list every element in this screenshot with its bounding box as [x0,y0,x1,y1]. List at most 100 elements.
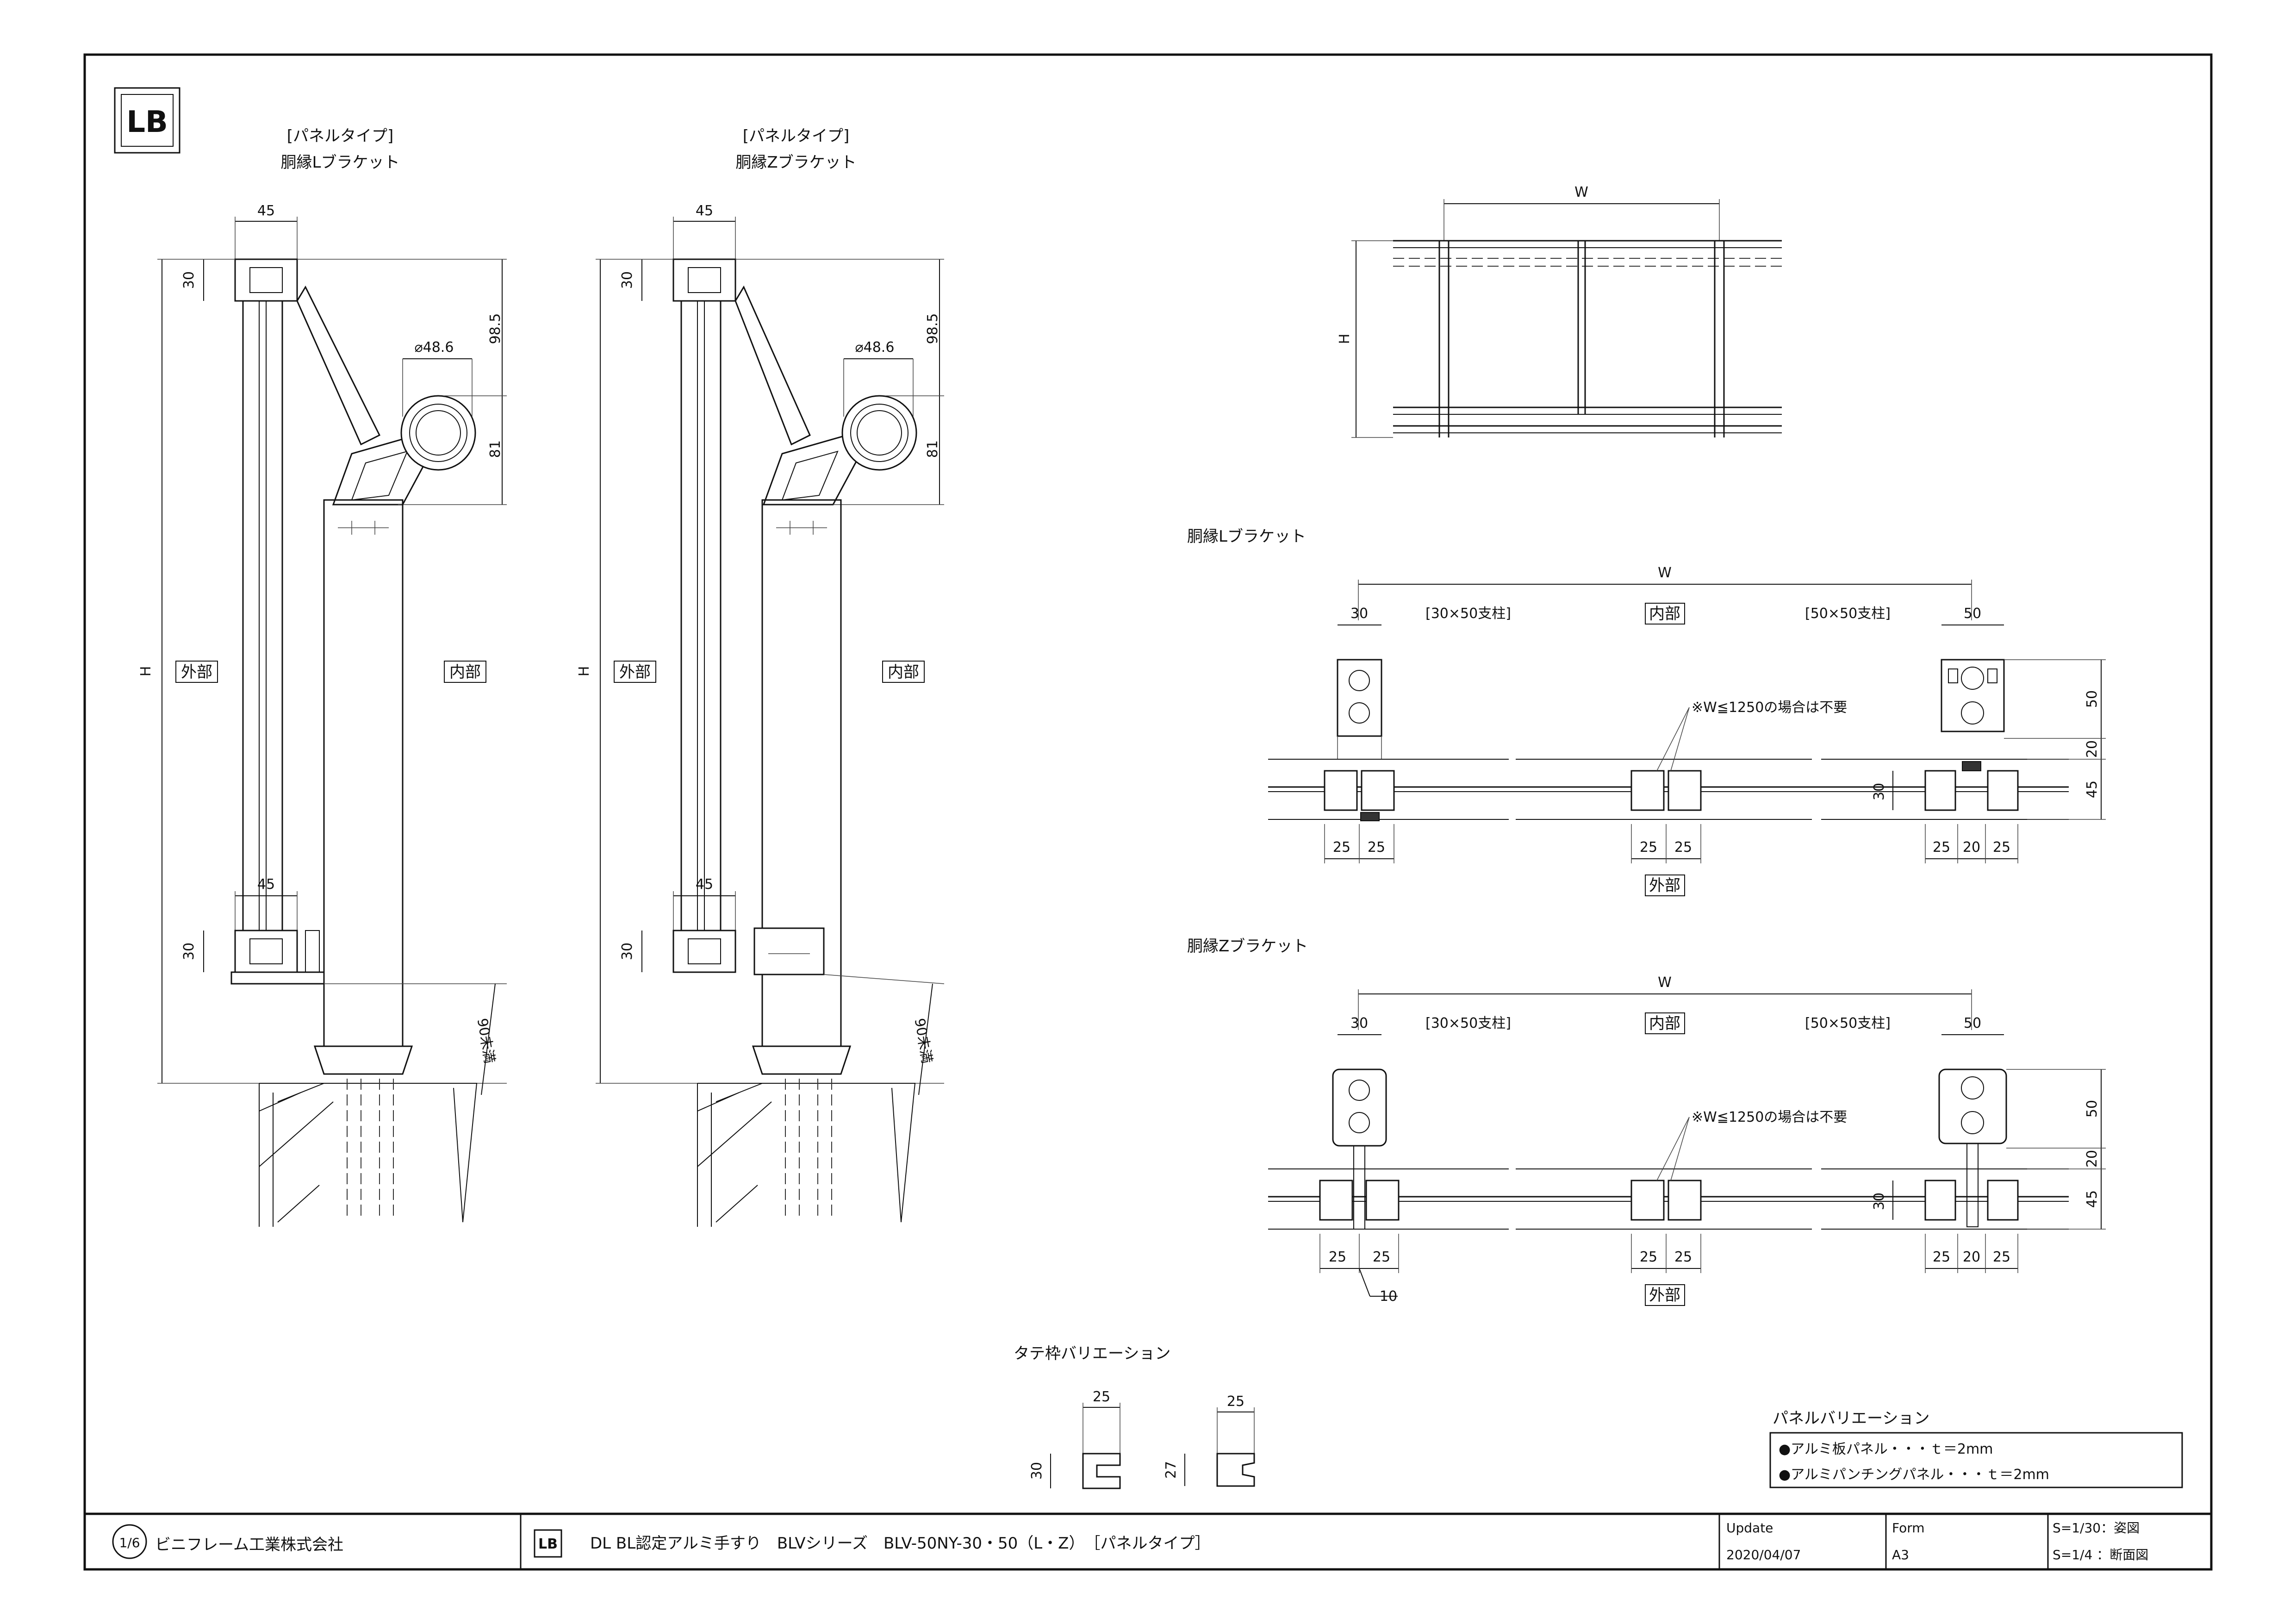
svg-text:30: 30 [1029,1462,1045,1480]
svg-text:30: 30 [1871,783,1887,800]
svg-text:H: H [576,666,592,677]
z-outside-label: 外部 [619,663,651,681]
svg-text:20: 20 [2084,1150,2100,1168]
svg-text:A3: A3 [1892,1547,1909,1562]
elev-height: H [1337,334,1353,344]
elev-width: W [1574,184,1588,200]
title-block: 1/6 ビニフレーム工業株式会社 LB DL BL認定アルミ手すり BLVシリー… [85,1512,2211,1569]
svg-text:50: 50 [1964,606,1981,622]
l-dim-embed: 90未満 [474,1017,498,1065]
svg-text:S=1/30：姿図: S=1/30：姿図 [2053,1520,2140,1536]
lb-logo: LB [114,87,180,154]
svg-text:10: 10 [1380,1288,1397,1305]
svg-text:50: 50 [2084,690,2100,708]
svg-text:25: 25 [1993,839,2010,856]
l-outside-label: 外部 [181,663,212,681]
svg-text:[30×50支柱]: [30×50支柱] [1425,606,1511,622]
l-dim-bottom-height: 30 [181,943,197,960]
svg-text:25: 25 [1933,839,1950,856]
svg-text:30: 30 [619,943,635,960]
svg-text:S=1/4 ：断面図: S=1/4 ：断面図 [2053,1547,2148,1562]
svg-text:25: 25 [1993,1249,2010,1265]
svg-text:20: 20 [1963,839,1980,856]
svg-text:⌀48.6: ⌀48.6 [855,339,895,356]
l-title-2: 胴縁Lブラケット [281,153,400,172]
plan-l: 胴縁Lブラケット W 30 [30×50支柱] 内部 [50×50支柱] 50 [1187,527,2106,896]
plan-z-title: 胴縁Zブラケット [1187,937,1308,956]
svg-text:30: 30 [1871,1193,1887,1210]
z-bracket-section: [パネルタイプ] 胴縁Zブラケット 45 30 H 外部 内部 ⌀48.6 [576,127,945,1227]
l-dim-bottom-width: 45 [257,876,275,893]
frame-variation-title: タテ枠バリエーション [1014,1344,1170,1363]
svg-text:30: 30 [619,271,635,289]
svg-text:25: 25 [1640,839,1657,856]
svg-text:25: 25 [1373,1249,1390,1265]
svg-text:98.5: 98.5 [925,313,941,344]
l-dim-rise: 98.5 [487,313,504,344]
svg-text:30: 30 [1350,606,1368,622]
svg-text:81: 81 [925,440,941,458]
sheet-border [83,53,2213,1571]
svg-text:LB: LB [126,105,168,139]
l-inside-label: 内部 [449,663,481,681]
svg-text:50: 50 [2084,1100,2100,1118]
l-bracket-section: [パネルタイプ] 胴縁Lブラケット 45 30 H 外部 内部 [138,127,507,1227]
svg-text:50: 50 [1964,1015,1981,1031]
drawing-title: DL BL認定アルミ手すり BLVシリーズ BLV-50NY-30・50（L・Z… [590,1534,1210,1553]
l-title-1: [パネルタイプ] [287,127,394,145]
l-dim-pipe-drop: 81 [487,440,504,458]
svg-text:25: 25 [1640,1249,1657,1265]
svg-text:[30×50支柱]: [30×50支柱] [1425,1015,1511,1031]
svg-text:25: 25 [1674,839,1692,856]
svg-text:[50×50支柱]: [50×50支柱] [1805,1015,1891,1031]
panel-variation: パネルバリエーション ●アルミ板パネル・・・ｔ＝2mm ●アルミパンチングパネル… [1769,1409,2183,1488]
svg-text:25: 25 [1674,1249,1692,1265]
svg-text:内部: 内部 [1649,605,1680,623]
svg-text:90未満: 90未満 [911,1017,935,1065]
svg-text:W: W [1658,974,1672,991]
svg-text:45: 45 [2084,781,2100,798]
svg-text:LB: LB [538,1536,558,1552]
svg-text:25: 25 [1227,1393,1244,1410]
svg-text:外部: 外部 [1649,1286,1680,1305]
svg-text:27: 27 [1163,1461,1179,1479]
svg-text:20: 20 [2084,740,2100,758]
elevation-view: W H [1337,184,1782,438]
svg-text:25: 25 [1368,839,1385,856]
l-dim-top-width: 45 [257,203,275,219]
company-logo [112,1524,147,1559]
z-title-1: [パネルタイプ] [743,127,850,145]
svg-text:25: 25 [1933,1249,1950,1265]
svg-text:25: 25 [1329,1249,1346,1265]
svg-text:※W≦1250の場合は不要: ※W≦1250の場合は不要 [1692,700,1847,716]
svg-text:Form: Form [1892,1520,1925,1536]
l-dim-top-height: 30 [181,271,197,289]
panel-variation-item-1: ●アルミ板パネル・・・ｔ＝2mm [1779,1441,1993,1457]
svg-text:2020/04/07: 2020/04/07 [1726,1547,1801,1562]
company-name: ビニフレーム工業株式会社 [155,1536,343,1554]
z-title-2: 胴縁Zブラケット [735,153,856,172]
title-logo [534,1529,562,1558]
svg-text:45: 45 [2084,1190,2100,1208]
svg-text:30: 30 [1350,1015,1368,1031]
plan-z: 胴縁Zブラケット W 30 [30×50支柱] 内部 [50×50支柱] 50 [1187,937,2106,1306]
svg-text:1/6: 1/6 [119,1535,140,1550]
svg-text:25: 25 [1093,1389,1110,1405]
panel-variation-item-2: ●アルミパンチングパネル・・・ｔ＝2mm [1779,1467,2049,1483]
svg-text:Update: Update [1726,1520,1773,1536]
l-dim-height: H [138,666,154,677]
svg-text:[50×50支柱]: [50×50支柱] [1805,606,1891,622]
svg-text:※W≦1250の場合は不要: ※W≦1250の場合は不要 [1692,1109,1847,1125]
frame-variation: タテ枠バリエーション 25 30 25 27 [1014,1344,1255,1489]
svg-text:20: 20 [1963,1249,1980,1265]
svg-text:45: 45 [696,876,713,893]
svg-text:25: 25 [1333,839,1350,856]
svg-text:W: W [1658,565,1672,581]
panel-variation-title: パネルバリエーション [1773,1409,1929,1428]
svg-text:外部: 外部 [1649,876,1680,895]
plan-l-title: 胴縁Lブラケット [1187,527,1306,546]
svg-text:内部: 内部 [1649,1014,1680,1033]
z-inside-label: 内部 [888,663,919,681]
svg-text:45: 45 [696,203,713,219]
